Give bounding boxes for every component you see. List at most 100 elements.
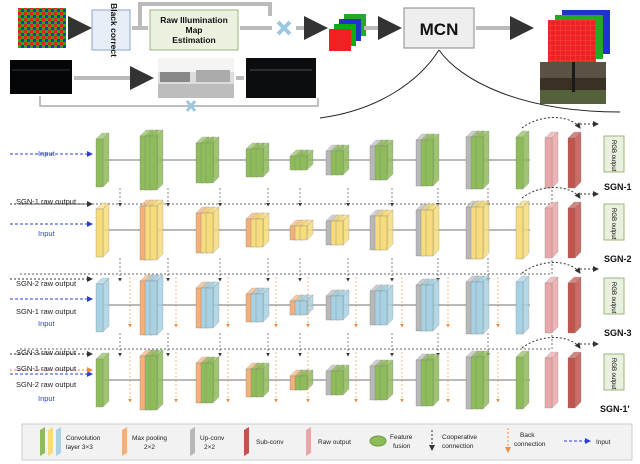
layer-block [255, 368, 264, 398]
svg-text:Convolution: Convolution [66, 435, 101, 442]
layer-block-side [482, 350, 490, 410]
svg-text:fusion: fusion [393, 443, 411, 450]
svg-text:Raw output: Raw output [318, 439, 351, 446]
layer-block [335, 295, 344, 321]
final-conv-layer-side [522, 275, 530, 335]
dark-input-photo [10, 60, 72, 94]
layer-block [335, 150, 344, 176]
final-conv-layer [515, 206, 524, 260]
layer-block [149, 280, 158, 336]
legend: Convolution layer 3×3 Max pooling 2×2 Up… [21, 423, 633, 461]
legend-conv: Convolution layer 3×3 [40, 427, 101, 456]
skip-arc [521, 187, 581, 199]
layer-block [379, 145, 388, 181]
legend-input: Input [564, 438, 611, 446]
rgb-output-label-3: RGB output [610, 282, 616, 314]
layer-block [149, 205, 158, 261]
svg-text:Sub-conv: Sub-conv [256, 439, 284, 446]
legend-cooperative: Cooperative connection [429, 430, 477, 451]
layer-block-side [262, 142, 270, 178]
layer-block-side [386, 359, 394, 401]
black-correct-label: Black correct [109, 3, 119, 57]
row3-label-sgn1: SGN-1 raw output [16, 307, 77, 316]
raw-output-layer-side [551, 351, 559, 409]
raw-feedback-line [20, 260, 553, 275]
row-labels: Input SGN-1 raw output Input SGN-2 raw o… [16, 149, 77, 403]
layer-block [205, 212, 214, 254]
layer-block [379, 365, 388, 401]
conv-layer-side [102, 202, 110, 258]
layer-block-side [432, 278, 440, 332]
legend-feature-fusion: Feature fusion [369, 434, 413, 450]
svg-text:connection: connection [442, 443, 474, 450]
layer-block-side [156, 129, 164, 191]
svg-text:2×2: 2×2 [144, 444, 155, 451]
legend-back: Back connection [505, 428, 546, 453]
raw-output-layer [544, 207, 553, 259]
conv-layer [95, 283, 104, 333]
top-pipeline: Black correct Raw Illumination Map Estim… [10, 2, 621, 119]
skip-arc [521, 337, 581, 349]
layer-block [475, 206, 484, 260]
stage-label-sgn1: SGN-1 [604, 182, 632, 192]
layer-block-side [156, 349, 164, 411]
layer-block [205, 142, 214, 184]
dark-photo [246, 58, 316, 98]
row4-label-sgn1: SGN-1 raw output [16, 364, 77, 373]
layer-block [425, 139, 434, 187]
multiply-icon [276, 20, 292, 36]
layer-block-side [262, 362, 270, 398]
legend-maxpool: Max pooling 2×2 [122, 427, 167, 456]
layer-block [379, 215, 388, 251]
rgb-output-label-2: RGB output [610, 208, 616, 240]
layer-block-side [432, 353, 440, 407]
rgb-output-channels [548, 10, 610, 64]
row1-input-label: Input [38, 149, 56, 158]
raw-output-layer-side [551, 276, 559, 334]
svg-text:Max pooling: Max pooling [132, 435, 167, 442]
sub-conv-layer [567, 207, 576, 259]
sub-conv-layer-side [574, 351, 582, 409]
row4-input-label: Input [38, 394, 56, 403]
sub-conv-layer [567, 137, 576, 189]
conv-layer [95, 138, 104, 188]
row4-label-sgn2: SGN-2 raw output [16, 380, 77, 389]
layer-block-side [156, 199, 164, 261]
final-conv-layer [515, 281, 524, 335]
conv-layer-side [102, 277, 110, 333]
conv-layer [95, 208, 104, 258]
final-conv-layer-side [522, 130, 530, 190]
sub-conv-layer [567, 357, 576, 409]
svg-text:connection: connection [514, 441, 546, 448]
svg-text:Cooperative: Cooperative [442, 434, 477, 441]
sub-conv-layer-side [574, 276, 582, 334]
final-conv-layer [515, 356, 524, 410]
packed-raw-channels [329, 14, 366, 51]
mcn-network [10, 117, 599, 411]
raw-output-layer [544, 137, 553, 189]
raw-illum-label-3: Estimation [172, 35, 215, 45]
layer-block [299, 225, 308, 241]
raw-illum-label-2: Map [186, 25, 203, 35]
svg-text:Feature: Feature [390, 434, 413, 441]
layer-block-side [482, 200, 490, 260]
layer-block-side [386, 209, 394, 251]
layer-block-side [212, 281, 220, 329]
layer-block [379, 290, 388, 326]
layer-block-side [386, 139, 394, 181]
stage-label-sgn2: SGN-2 [604, 254, 632, 264]
layer-block-side [156, 274, 164, 336]
sub-conv-layer-side [574, 131, 582, 189]
layer-block-side [212, 356, 220, 404]
svg-text:Back: Back [520, 432, 535, 439]
raw-output-layer [544, 282, 553, 334]
svg-text:Input: Input [596, 439, 611, 446]
svg-text:2×2: 2×2 [204, 444, 215, 451]
rgb-output-label-1: RGB output [610, 140, 616, 172]
layer-block [425, 209, 434, 257]
enhanced-output-photo [540, 62, 606, 104]
layer-block-side [212, 136, 220, 184]
layer-block [335, 370, 344, 396]
sub-conv-layer [567, 282, 576, 334]
